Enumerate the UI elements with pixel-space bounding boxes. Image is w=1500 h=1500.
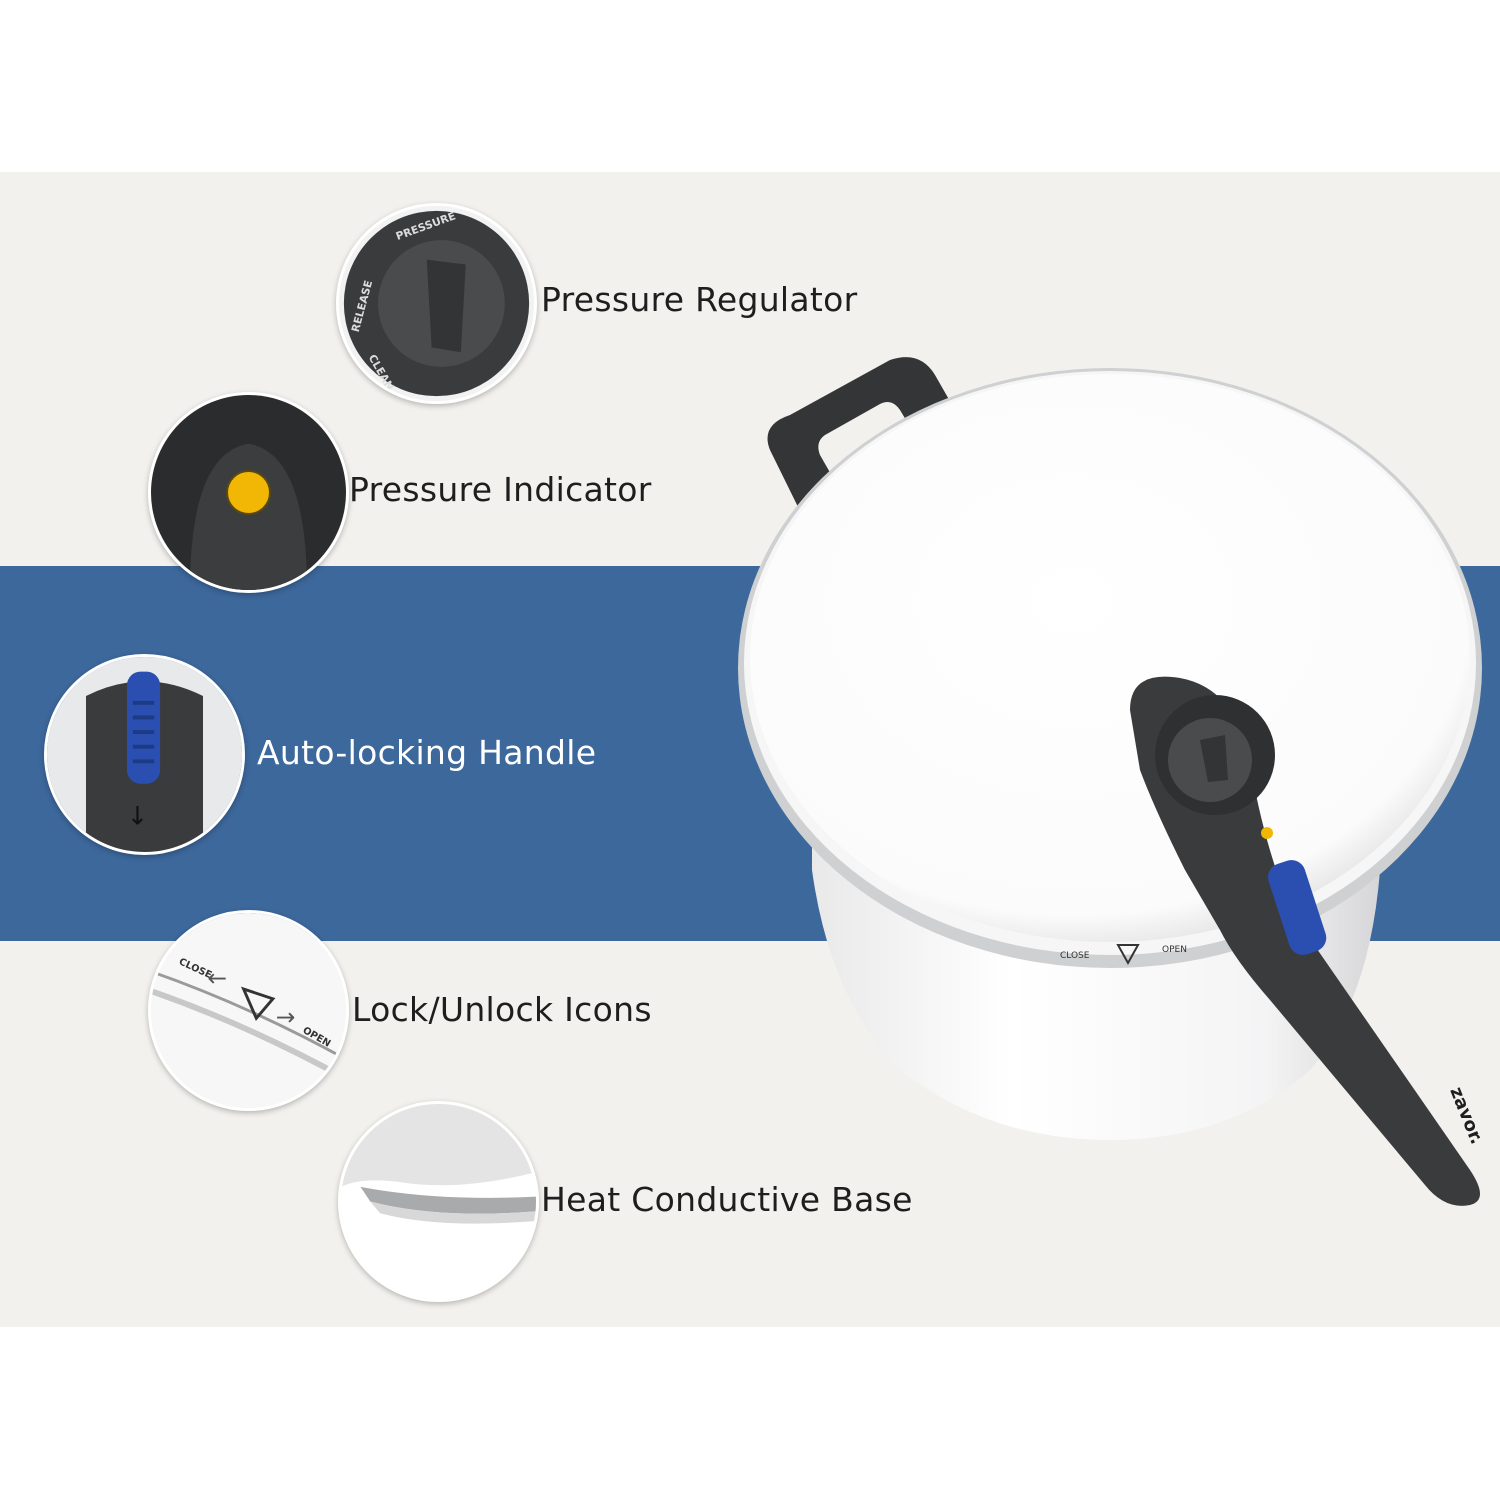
pressure-regulator-icon: PRESSURE RELEASE CLEAN [339, 206, 534, 401]
lock-unlock-icons-icon: CLOSE ← → OPEN [151, 913, 346, 1108]
brand-logo: zavor. [1445, 1084, 1487, 1147]
feature-label-lock-unlock-icons: Lock/Unlock Icons [352, 990, 652, 1029]
lid-open-label: OPEN [1162, 945, 1187, 955]
svg-text:↓: ↓ [127, 801, 148, 831]
svg-text:→: → [276, 1003, 296, 1031]
feature-label-pressure-regulator: Pressure Regulator [541, 280, 858, 319]
heat-conductive-base-icon [341, 1104, 536, 1299]
pressure-indicator-icon [151, 395, 346, 590]
svg-text:←: ← [208, 964, 228, 992]
auto-locking-handle-thumbnail: ↓ [44, 654, 245, 855]
heat-conductive-base-thumbnail [338, 1101, 539, 1302]
feature-label-heat-conductive-base: Heat Conductive Base [541, 1180, 913, 1219]
lock-unlock-icons-thumbnail: CLOSE ← → OPEN [148, 910, 349, 1111]
feature-label-pressure-indicator: Pressure Indicator [349, 470, 652, 509]
auto-locking-handle-icon: ↓ [47, 657, 242, 852]
lid-close-label: CLOSE [1060, 951, 1090, 961]
pressure-cooker-image: CLOSE OPEN zavor. [730, 350, 1500, 1210]
pressure-indicator-thumbnail [148, 392, 349, 593]
feature-label-auto-locking-handle: Auto-locking Handle [257, 733, 597, 772]
pressure-regulator-thumbnail: PRESSURE RELEASE CLEAN [336, 203, 537, 404]
